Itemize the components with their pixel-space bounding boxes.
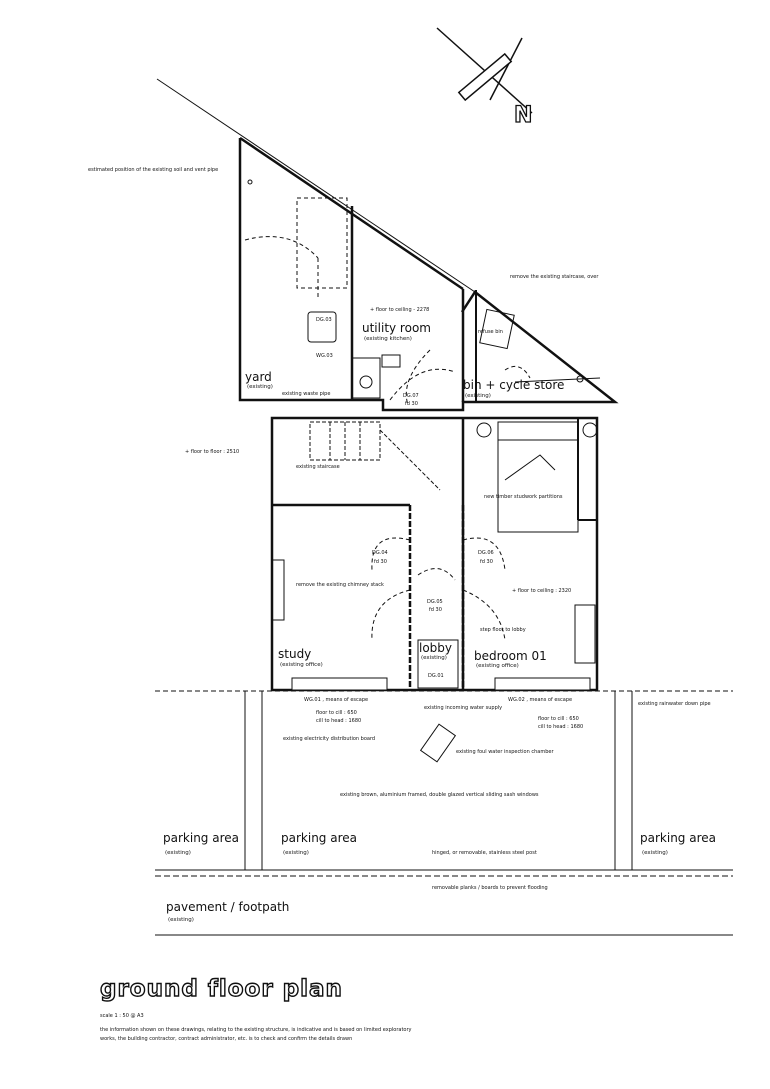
room-study-name: study <box>278 647 312 661</box>
note-sliding-windows: existing brown, aluminium framed, double… <box>340 792 539 798</box>
disclaimer-line-1: the information shown on these drawings,… <box>100 1027 412 1033</box>
tag-fd30-c: fd 30 <box>480 559 493 565</box>
room-yard-sub: (existing) <box>247 384 273 390</box>
wardrobe <box>574 604 596 664</box>
note-flood-boards: removable planks / boards to prevent flo… <box>432 885 548 891</box>
note-steel-post: hinged, or removable, stainless steel po… <box>432 850 537 856</box>
north-arrow <box>436 27 533 114</box>
tag-dg01: DG.01 <box>428 673 444 679</box>
note-refuse-bin: refuse bin <box>478 329 503 335</box>
room-study-sub: (existing office) <box>280 662 323 668</box>
tag-dg05: DG.05 <box>427 599 443 605</box>
drawing-scale: scale 1 : 50 @ A3 <box>100 1013 144 1019</box>
note-step-lobby: step floor to lobby <box>480 627 526 633</box>
note-floor-to-floor: + floor to floor : 2510 <box>185 449 240 455</box>
refuse-bin <box>479 308 515 350</box>
room-lobby-name: lobby <box>419 641 453 655</box>
note-waste-pipe: existing waste pipe <box>282 391 331 397</box>
sink-fixture <box>351 357 381 399</box>
window-left <box>291 677 388 691</box>
north-label: N <box>513 102 533 128</box>
wc-fixture <box>307 311 337 343</box>
chimney-stack <box>271 559 285 621</box>
yard-dashed-area <box>296 197 348 289</box>
note-escape-right: WG.02 , means of escape <box>508 697 573 703</box>
tag-wg03: WG.03 <box>316 353 333 359</box>
room-parking-right-name: parking area <box>640 831 716 845</box>
room-bedroom-sub: (existing office) <box>476 663 519 669</box>
note-remove-chimney: remove the existing chimney stack <box>296 582 384 588</box>
room-parking-mid-name: parking area <box>281 831 357 845</box>
site-boundary-line <box>156 78 476 293</box>
note-cill-right-2: cill to head : 1680 <box>538 724 584 730</box>
room-bedroom-name: bedroom 01 <box>474 649 547 663</box>
upper-block-wall <box>238 138 619 412</box>
room-parking-left-sub: (existing) <box>165 850 191 856</box>
room-lobby-sub: (existing) <box>421 655 447 661</box>
note-existing-staircase: existing staircase <box>296 464 340 470</box>
note-soil-pipe: estimated position of the existing soil … <box>88 167 219 173</box>
tag-dg03: DG.03 <box>316 317 332 323</box>
note-electricity-board: existing electricity distribution board <box>283 736 376 742</box>
tag-dg06: DG.06 <box>478 550 494 556</box>
note-floor-ceiling-2: + floor to ceiling : 2320 <box>512 588 572 594</box>
room-pavement-sub: (existing) <box>168 917 194 923</box>
inspection-chamber <box>419 723 457 763</box>
room-bin-sub: (existing) <box>465 393 491 399</box>
tag-fd30-b: fd 30 <box>374 559 387 565</box>
note-remove-staircase: remove the existing staircase, over <box>510 274 599 280</box>
room-parking-left-name: parking area <box>163 831 239 845</box>
note-rainwater-pipe: existing rainwater down pipe <box>638 701 711 707</box>
drawing-title: ground floor plan <box>99 975 343 1002</box>
existing-staircase <box>309 421 441 491</box>
lower-block-outline <box>270 416 599 692</box>
bed <box>497 421 579 533</box>
disclaimer-line-2: works, the building contractor, contract… <box>100 1036 353 1042</box>
room-utility-name: utility room <box>362 321 431 335</box>
note-cill-left-1: floor to cill : 650 <box>316 710 357 716</box>
note-cill-right-1: floor to cill : 650 <box>538 716 579 722</box>
door-swing <box>371 589 411 641</box>
note-water-supply: existing incoming water supply <box>424 705 503 711</box>
room-pavement-name: pavement / footpath <box>166 900 290 914</box>
room-parking-right-sub: (existing) <box>642 850 668 856</box>
tag-fd30-d: fd 30 <box>429 607 442 613</box>
window-right <box>494 677 591 691</box>
room-bin-name: bin + cycle store <box>463 378 565 392</box>
tag-fd30-a: fd 30 <box>405 401 418 407</box>
room-parking-mid-sub: (existing) <box>283 850 309 856</box>
note-cill-left-2: cill to head : 1680 <box>316 718 362 724</box>
note-escape-left: WG.01 , means of escape <box>304 697 369 703</box>
tag-dg04: DG.04 <box>372 550 388 556</box>
note-floor-ceiling-1: + floor to ceiling - 2278 <box>370 307 430 313</box>
room-yard-name: yard <box>245 370 272 384</box>
room-utility-sub: (existing kitchen) <box>364 336 412 342</box>
tag-dg07: DG.07 <box>403 393 419 399</box>
note-stud-partitions: new timber studwork partitions <box>484 494 563 500</box>
note-foul-water: existing foul water inspection chamber <box>456 749 554 755</box>
